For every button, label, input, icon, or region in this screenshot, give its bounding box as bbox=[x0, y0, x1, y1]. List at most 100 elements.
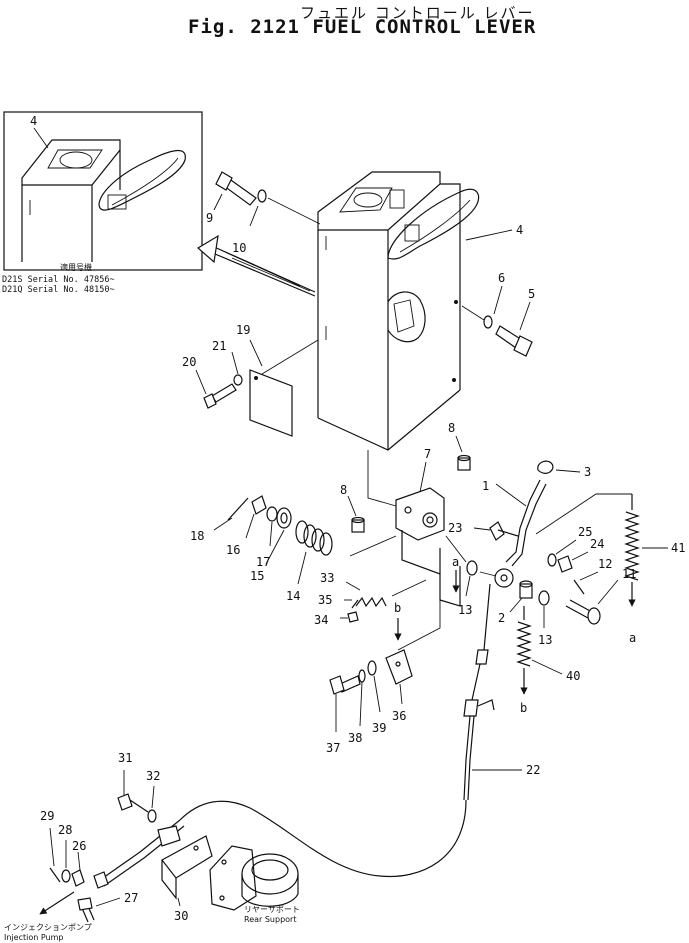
part-label-16: 16 bbox=[226, 543, 240, 557]
bolt-5 bbox=[495, 325, 533, 357]
part-label-13-right: 13 bbox=[538, 633, 552, 647]
part-label-36: 36 bbox=[392, 709, 406, 723]
part-label-38: 38 bbox=[348, 731, 362, 745]
inset-serial-2: D21Q Serial No. 48150~ bbox=[2, 285, 115, 295]
cover-plate-19 bbox=[249, 369, 293, 437]
nut-34 bbox=[347, 611, 359, 623]
marker-b-left: b bbox=[394, 601, 401, 615]
part-label-28: 28 bbox=[58, 823, 72, 837]
injection-pump-jp: インジェクションポンプ bbox=[4, 923, 92, 932]
part-label-7: 7 bbox=[424, 447, 431, 461]
spring-33 bbox=[355, 596, 387, 608]
part-label-25: 25 bbox=[578, 525, 592, 539]
washer-10 bbox=[257, 189, 267, 203]
part-label-27: 27 bbox=[124, 891, 138, 905]
bolt-9 bbox=[215, 171, 257, 206]
part-label-8-right: 8 bbox=[448, 421, 455, 435]
washer-13-left bbox=[466, 560, 478, 576]
lever-1 bbox=[494, 479, 547, 588]
pin-11 bbox=[565, 599, 601, 625]
bolt-27 bbox=[77, 897, 95, 923]
pin-35 bbox=[351, 599, 359, 609]
marker-a-right: a bbox=[629, 631, 636, 645]
part-label-41: 41 bbox=[671, 541, 685, 555]
marker-a-left: a bbox=[452, 555, 459, 569]
part-label-3: 3 bbox=[584, 465, 591, 479]
bolt-20 bbox=[203, 383, 237, 409]
knob-3 bbox=[537, 460, 554, 474]
part-label-35: 35 bbox=[318, 593, 332, 607]
ball-joint-23 bbox=[489, 521, 519, 541]
part-label-11: 11 bbox=[622, 567, 636, 581]
injection-pump-en: Injection Pump bbox=[4, 933, 63, 942]
part-label-2: 2 bbox=[498, 611, 505, 625]
part-label-13-left: 13 bbox=[458, 603, 472, 617]
control-cable-22 bbox=[179, 583, 495, 878]
part-label-19: 19 bbox=[236, 323, 250, 337]
part-label-40: 40 bbox=[566, 669, 580, 683]
part-label-17: 17 bbox=[256, 555, 270, 569]
marker-b-right: b bbox=[520, 701, 527, 715]
washer-25 bbox=[547, 553, 557, 567]
part-label-10: 10 bbox=[232, 241, 246, 255]
part-label-15: 15 bbox=[250, 569, 264, 583]
rear-support-en: Rear Support bbox=[244, 915, 296, 924]
rear-support-jp: リヤーサポート bbox=[244, 905, 300, 914]
part-label-26: 26 bbox=[72, 839, 86, 853]
washer-21 bbox=[233, 374, 243, 386]
pin-12 bbox=[573, 579, 585, 595]
nut-26 bbox=[71, 869, 85, 887]
washer-28 bbox=[61, 869, 71, 883]
washer-32 bbox=[147, 809, 157, 823]
part-label-12: 12 bbox=[598, 557, 612, 571]
nut-16 bbox=[251, 495, 267, 515]
part-label-8-left: 8 bbox=[340, 483, 347, 497]
title-japanese: フュエル コントロール レバー bbox=[300, 4, 535, 22]
spacer-8-left bbox=[351, 516, 365, 533]
part-label-6: 6 bbox=[498, 271, 505, 285]
inset-detail: 4 適用号機 bbox=[3, 111, 203, 272]
part-label-22: 22 bbox=[526, 763, 540, 777]
cable-end-assembly bbox=[93, 819, 185, 889]
console-box: 4 bbox=[317, 171, 523, 451]
bracket-36 bbox=[385, 649, 413, 685]
part-label-31: 31 bbox=[118, 751, 132, 765]
rear-support bbox=[209, 845, 299, 911]
pin-29 bbox=[49, 867, 61, 883]
part-label-30: 30 bbox=[174, 909, 188, 923]
part-label-39: 39 bbox=[372, 721, 386, 735]
part-label-29: 29 bbox=[40, 809, 54, 823]
nut-24 bbox=[557, 555, 573, 573]
inset-heading: 適用号機 bbox=[60, 262, 92, 272]
spacer-8-right bbox=[457, 454, 471, 471]
bracket-7 bbox=[395, 487, 461, 607]
pin-18 bbox=[227, 497, 249, 521]
part-label-33: 33 bbox=[320, 571, 334, 585]
spring-41 bbox=[535, 493, 640, 607]
bolt-31 bbox=[117, 793, 149, 813]
cap-15 bbox=[276, 507, 292, 529]
part-label-37: 37 bbox=[326, 741, 340, 755]
bushing-2 bbox=[519, 580, 533, 599]
part-label-1: 1 bbox=[482, 479, 489, 493]
bracket-30 bbox=[161, 835, 213, 900]
washer-39 bbox=[367, 660, 377, 676]
part-label-4-inset: 4 bbox=[30, 114, 37, 128]
spring-40 bbox=[516, 606, 532, 695]
part-label-23: 23 bbox=[448, 521, 462, 535]
bolt-37 bbox=[329, 675, 361, 695]
figure-title: Fig. 2121 FUEL CONTROL LEVER bbox=[188, 16, 537, 38]
spring-14 bbox=[295, 520, 333, 556]
washer-17 bbox=[266, 506, 278, 522]
washer-6 bbox=[483, 315, 493, 329]
part-label-5: 5 bbox=[528, 287, 535, 301]
washer-13-right bbox=[538, 590, 550, 606]
part-label-4: 4 bbox=[516, 223, 523, 237]
washer-38 bbox=[358, 669, 366, 683]
part-label-34: 34 bbox=[314, 613, 328, 627]
part-label-21: 21 bbox=[212, 339, 226, 353]
inset-pointer-arrow bbox=[196, 234, 316, 297]
part-label-18: 18 bbox=[190, 529, 204, 543]
part-label-20: 20 bbox=[182, 355, 196, 369]
